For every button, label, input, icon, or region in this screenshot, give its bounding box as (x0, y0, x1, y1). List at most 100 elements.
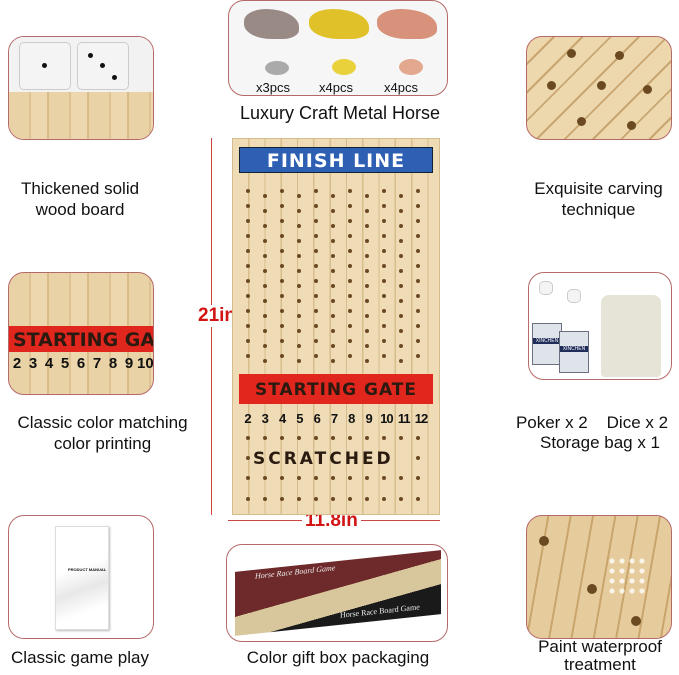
peg-hole (297, 329, 301, 333)
lane-number: 6 (313, 411, 321, 426)
peg-hole (348, 436, 352, 440)
peg-hole (280, 249, 284, 253)
peg-hole (314, 219, 318, 223)
lane-number: 8 (348, 411, 356, 426)
peg-hole (280, 279, 284, 283)
lane-number: 3 (28, 355, 38, 372)
peg-hole (348, 264, 352, 268)
peg-hole (331, 209, 335, 213)
horse-silver (244, 9, 299, 39)
peg-hole (382, 436, 386, 440)
peg-hole (348, 234, 352, 238)
peg-hole (331, 194, 335, 198)
peg-hole (280, 324, 284, 328)
peg-hole (314, 279, 318, 283)
peg-hole (416, 234, 420, 238)
peg-hole (331, 299, 335, 303)
peg-hole (314, 476, 318, 480)
peg-hole (382, 264, 386, 268)
peg-hole (314, 234, 318, 238)
peg-hole (382, 219, 386, 223)
peg-hole (297, 194, 301, 198)
manual-panel: PRODUCT MANUAL (8, 515, 154, 639)
peg-hole (263, 329, 267, 333)
peg-hole (348, 204, 352, 208)
gift-box-panel: Horse Race Board Game Horse Race Board G… (226, 544, 448, 642)
peg-hole (280, 189, 284, 193)
peg-hole (365, 476, 369, 480)
peg-hole (399, 209, 403, 213)
peg-hole (263, 314, 267, 318)
peg-hole (416, 436, 420, 440)
lane-number: 10 (380, 411, 393, 426)
peg-hole (297, 476, 301, 480)
peg-hole (399, 476, 403, 480)
die-icon (539, 281, 553, 295)
peg-hole (263, 209, 267, 213)
peg-hole (314, 309, 318, 313)
peg-hole (314, 204, 318, 208)
peg-hole (399, 284, 403, 288)
peg-hole (382, 279, 386, 283)
peg-hole (365, 359, 369, 363)
peg-hole (297, 284, 301, 288)
lane-number: 2 (12, 355, 22, 372)
peg-hole (280, 354, 284, 358)
peg-hole (365, 269, 369, 273)
peg-hole (314, 294, 318, 298)
peg-hole (382, 309, 386, 313)
peg-hole (382, 234, 386, 238)
accessories-caption-2: Storage bag x 1 (539, 433, 661, 452)
peg-hole (365, 224, 369, 228)
peg-hole (314, 189, 318, 193)
peg-hole (365, 254, 369, 258)
peg-hole (263, 359, 267, 363)
peg-hole (331, 254, 335, 258)
peg-hole (399, 329, 403, 333)
peg-hole (399, 224, 403, 228)
peg-hole (416, 189, 420, 193)
lane-number: 8 (108, 355, 118, 372)
gift-box: Horse Race Board Game Horse Race Board G… (235, 550, 441, 636)
peg-hole (280, 339, 284, 343)
peg-hole (246, 339, 250, 343)
card-deck: XINCHEN (559, 331, 589, 373)
peg-hole (280, 234, 284, 238)
peg-hole (416, 219, 420, 223)
peg-hole (314, 354, 318, 358)
peg-hole (246, 476, 250, 480)
peg-hole (365, 329, 369, 333)
peg-hole (416, 264, 420, 268)
peg-hole (314, 324, 318, 328)
waterproof-caption: Paint waterproof treatment (538, 637, 662, 674)
peg-hole (365, 314, 369, 318)
starting-gate-banner: STARTING GATE (239, 374, 433, 404)
lane-number: 2 (244, 411, 252, 426)
lane-number: 9 (124, 355, 134, 372)
peg-hole (263, 194, 267, 198)
horse-rose (377, 9, 437, 39)
peg-hole (280, 476, 284, 480)
horse-count: x4pcs (384, 80, 418, 95)
peg-hole (246, 249, 250, 253)
peg-hole (348, 294, 352, 298)
peg-hole (280, 219, 284, 223)
peg-hole (348, 219, 352, 223)
peg-hole (348, 476, 352, 480)
peg-hole (297, 314, 301, 318)
gift-box-caption: Color gift box packaging (246, 648, 430, 667)
starting-gate-detail: STARTING GA (13, 329, 154, 351)
peg-hole (416, 456, 420, 460)
peg-hole (331, 284, 335, 288)
peg-hole (382, 354, 386, 358)
peg-hole (399, 299, 403, 303)
carving-panel (526, 36, 672, 140)
peg-hole (416, 339, 420, 343)
peg-hole (399, 344, 403, 348)
peg-hole (365, 299, 369, 303)
thick-board-caption: Thickened solid wood board (20, 179, 140, 219)
peg-hole (246, 264, 250, 268)
peg-hole (246, 204, 250, 208)
peg-hole (297, 269, 301, 273)
